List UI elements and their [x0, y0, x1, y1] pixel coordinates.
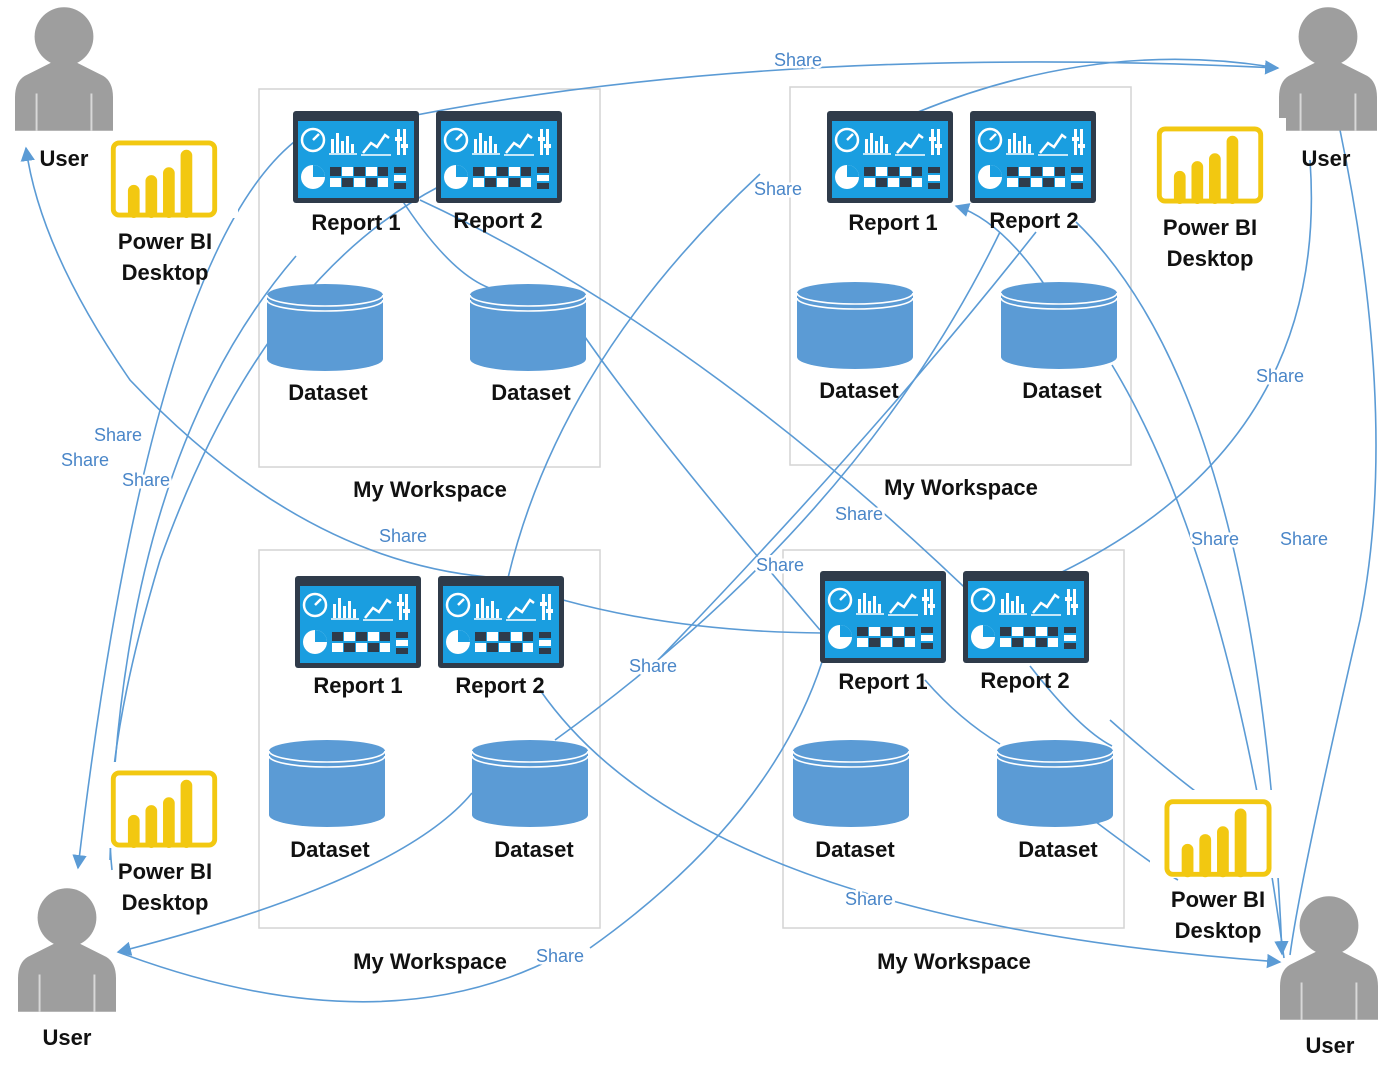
dataset-label: Dataset — [290, 837, 370, 862]
connector — [1061, 159, 1313, 573]
report-label: Report 2 — [455, 673, 544, 698]
connector — [571, 317, 821, 631]
connector — [20, 146, 489, 578]
report-icon — [438, 576, 564, 668]
share-label: Share — [774, 50, 822, 70]
connector — [72, 141, 295, 870]
dataset-icon — [471, 739, 589, 828]
share-label: Share — [1256, 366, 1304, 386]
pbi-label-line1: Power BI — [1171, 887, 1265, 912]
share-label: Share — [1191, 529, 1239, 549]
report-label: Report 2 — [980, 668, 1069, 693]
pbi-label-line1: Power BI — [118, 229, 212, 254]
report-label: Report 1 — [848, 210, 937, 235]
user-label-top-right: User — [1302, 146, 1351, 171]
connector — [924, 679, 1001, 745]
pbi-label-line2: Desktop — [122, 890, 209, 915]
dataset-label: Dataset — [288, 380, 368, 405]
connector — [562, 599, 823, 634]
connector — [507, 173, 761, 579]
workspace-label: My Workspace — [353, 477, 507, 502]
share-label: Share — [629, 656, 677, 676]
report-icon — [293, 111, 419, 203]
connector — [1029, 665, 1113, 747]
share-label: Share — [845, 889, 893, 909]
report-icon — [436, 111, 562, 203]
user-icon-top-right — [1279, 6, 1377, 131]
dataset-label: Dataset — [1018, 837, 1098, 862]
connector — [109, 255, 297, 861]
dataset-label: Dataset — [491, 380, 571, 405]
report-icon — [827, 111, 953, 203]
report-label: Report 1 — [311, 210, 400, 235]
share-label: Share — [1280, 529, 1328, 549]
share-label: Share — [379, 526, 427, 546]
report-label: Report 2 — [453, 208, 542, 233]
workspace-label: My Workspace — [884, 475, 1038, 500]
pbi-label-line1: Power BI — [1163, 215, 1257, 240]
dataset-icon — [1000, 281, 1118, 370]
connector — [116, 792, 473, 956]
share-labels: Share Share Share Share Share Share Shar… — [58, 48, 1330, 969]
connector — [539, 689, 1282, 969]
dataset-label: Dataset — [815, 837, 895, 862]
user-label-bottom-left: User — [43, 1025, 92, 1050]
pbi-label-line1: Power BI — [118, 859, 212, 884]
report-icon — [295, 576, 421, 668]
connector — [554, 231, 1001, 741]
report-label: Report 2 — [989, 208, 1078, 233]
user-icon-bottom-left — [18, 887, 116, 1013]
pbi-label-line2: Desktop — [1175, 918, 1262, 943]
share-label: Share — [122, 470, 170, 490]
pbi-label-line2: Desktop — [1167, 246, 1254, 271]
workspace-label: My Workspace — [877, 949, 1031, 974]
share-label: Share — [94, 425, 142, 445]
workspace-label: My Workspace — [353, 949, 507, 974]
share-label: Share — [754, 179, 802, 199]
dataset-icon — [268, 739, 386, 828]
user-icon-top-left — [15, 6, 113, 131]
connector — [419, 199, 989, 611]
report-icon — [820, 571, 946, 663]
dataset-icon — [266, 283, 384, 372]
share-label: Share — [536, 946, 584, 966]
report-label: Report 1 — [313, 673, 402, 698]
connector — [917, 58, 1279, 113]
dataset-label: Dataset — [819, 378, 899, 403]
pbi-label-line2: Desktop — [122, 260, 209, 285]
share-label: Share — [61, 450, 109, 470]
report-icon — [963, 571, 1089, 663]
user-label-top-left: User — [40, 146, 89, 171]
user-icon-bottom-right — [1280, 895, 1378, 1021]
report-label: Report 1 — [838, 669, 927, 694]
user-label-bottom-right: User — [1306, 1033, 1355, 1058]
dataset-icon — [996, 739, 1114, 828]
dataset-label: Dataset — [494, 837, 574, 862]
dataset-icon — [469, 283, 587, 372]
connector — [1289, 129, 1377, 956]
dataset-icon — [792, 739, 910, 828]
report-icon — [970, 111, 1096, 203]
connector — [117, 951, 561, 1003]
dataset-label: Dataset — [1022, 378, 1102, 403]
connector — [659, 231, 1037, 659]
share-label: Share — [756, 555, 804, 575]
share-label: Share — [835, 504, 883, 524]
dataset-icon — [796, 281, 914, 370]
connector — [589, 661, 823, 949]
